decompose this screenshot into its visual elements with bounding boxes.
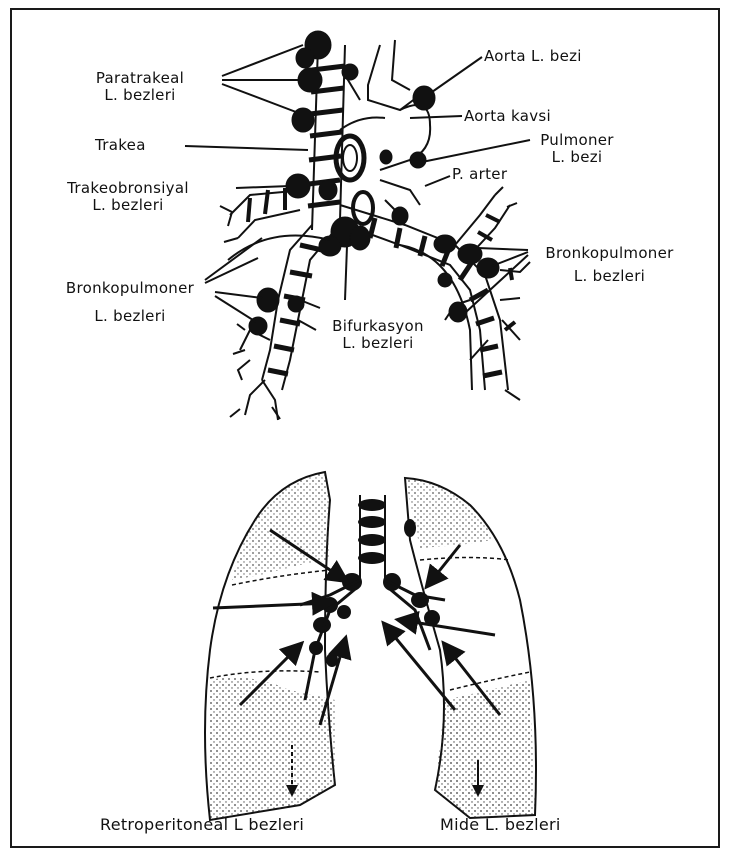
label-bifurkasyon-line2: L. bezleri [318, 335, 438, 352]
label-aorta-bezi: Aorta L. bezi [484, 48, 582, 65]
label-bronkopulmoner-right: Bronkopulmoner L. bezleri [522, 245, 697, 285]
label-bifurkasyon: Bifurkasyon L. bezleri [318, 318, 438, 352]
label-p-arter: P. arter [452, 166, 507, 183]
label-trakeobronsiyal-line1: Trakeobronsiyal [38, 180, 218, 197]
lungs-illustration [205, 472, 536, 820]
label-paratrakeal: Paratrakeal L. bezleri [70, 70, 210, 104]
label-retroperitoneal: Retroperitoneal L bezleri [100, 816, 304, 833]
label-mide: Mide L. bezleri [440, 816, 561, 833]
label-aorta-kavsi: Aorta kavsi [464, 108, 551, 125]
label-trakeobronsiyal-line2: L. bezleri [38, 197, 218, 214]
lymph-nodes [249, 31, 499, 335]
leader-lines-top [185, 45, 530, 322]
label-paratrakeal-line1: Paratrakeal [70, 70, 210, 87]
label-bifurkasyon-line1: Bifurkasyon [318, 318, 438, 335]
label-bronkopulmoner-right-line2: L. bezleri [522, 268, 697, 285]
label-bronkopulmoner-right-line1: Bronkopulmoner [522, 245, 697, 262]
label-trakea: Trakea [95, 137, 146, 154]
label-paratrakeal-line2: L. bezleri [70, 87, 210, 104]
label-pulmoner-bezi-line2: L. bezi [522, 149, 632, 166]
label-bronkopulmoner-left-line2: L. bezleri [45, 308, 215, 325]
label-bronkopulmoner-left: Bronkopulmoner L. bezleri [45, 280, 215, 325]
label-bronkopulmoner-left-line1: Bronkopulmoner [45, 280, 215, 297]
label-pulmoner-bezi: Pulmoner L. bezi [522, 132, 632, 166]
label-pulmoner-bezi-line1: Pulmoner [522, 132, 632, 149]
label-trakeobronsiyal: Trakeobronsiyal L. bezleri [38, 180, 218, 214]
